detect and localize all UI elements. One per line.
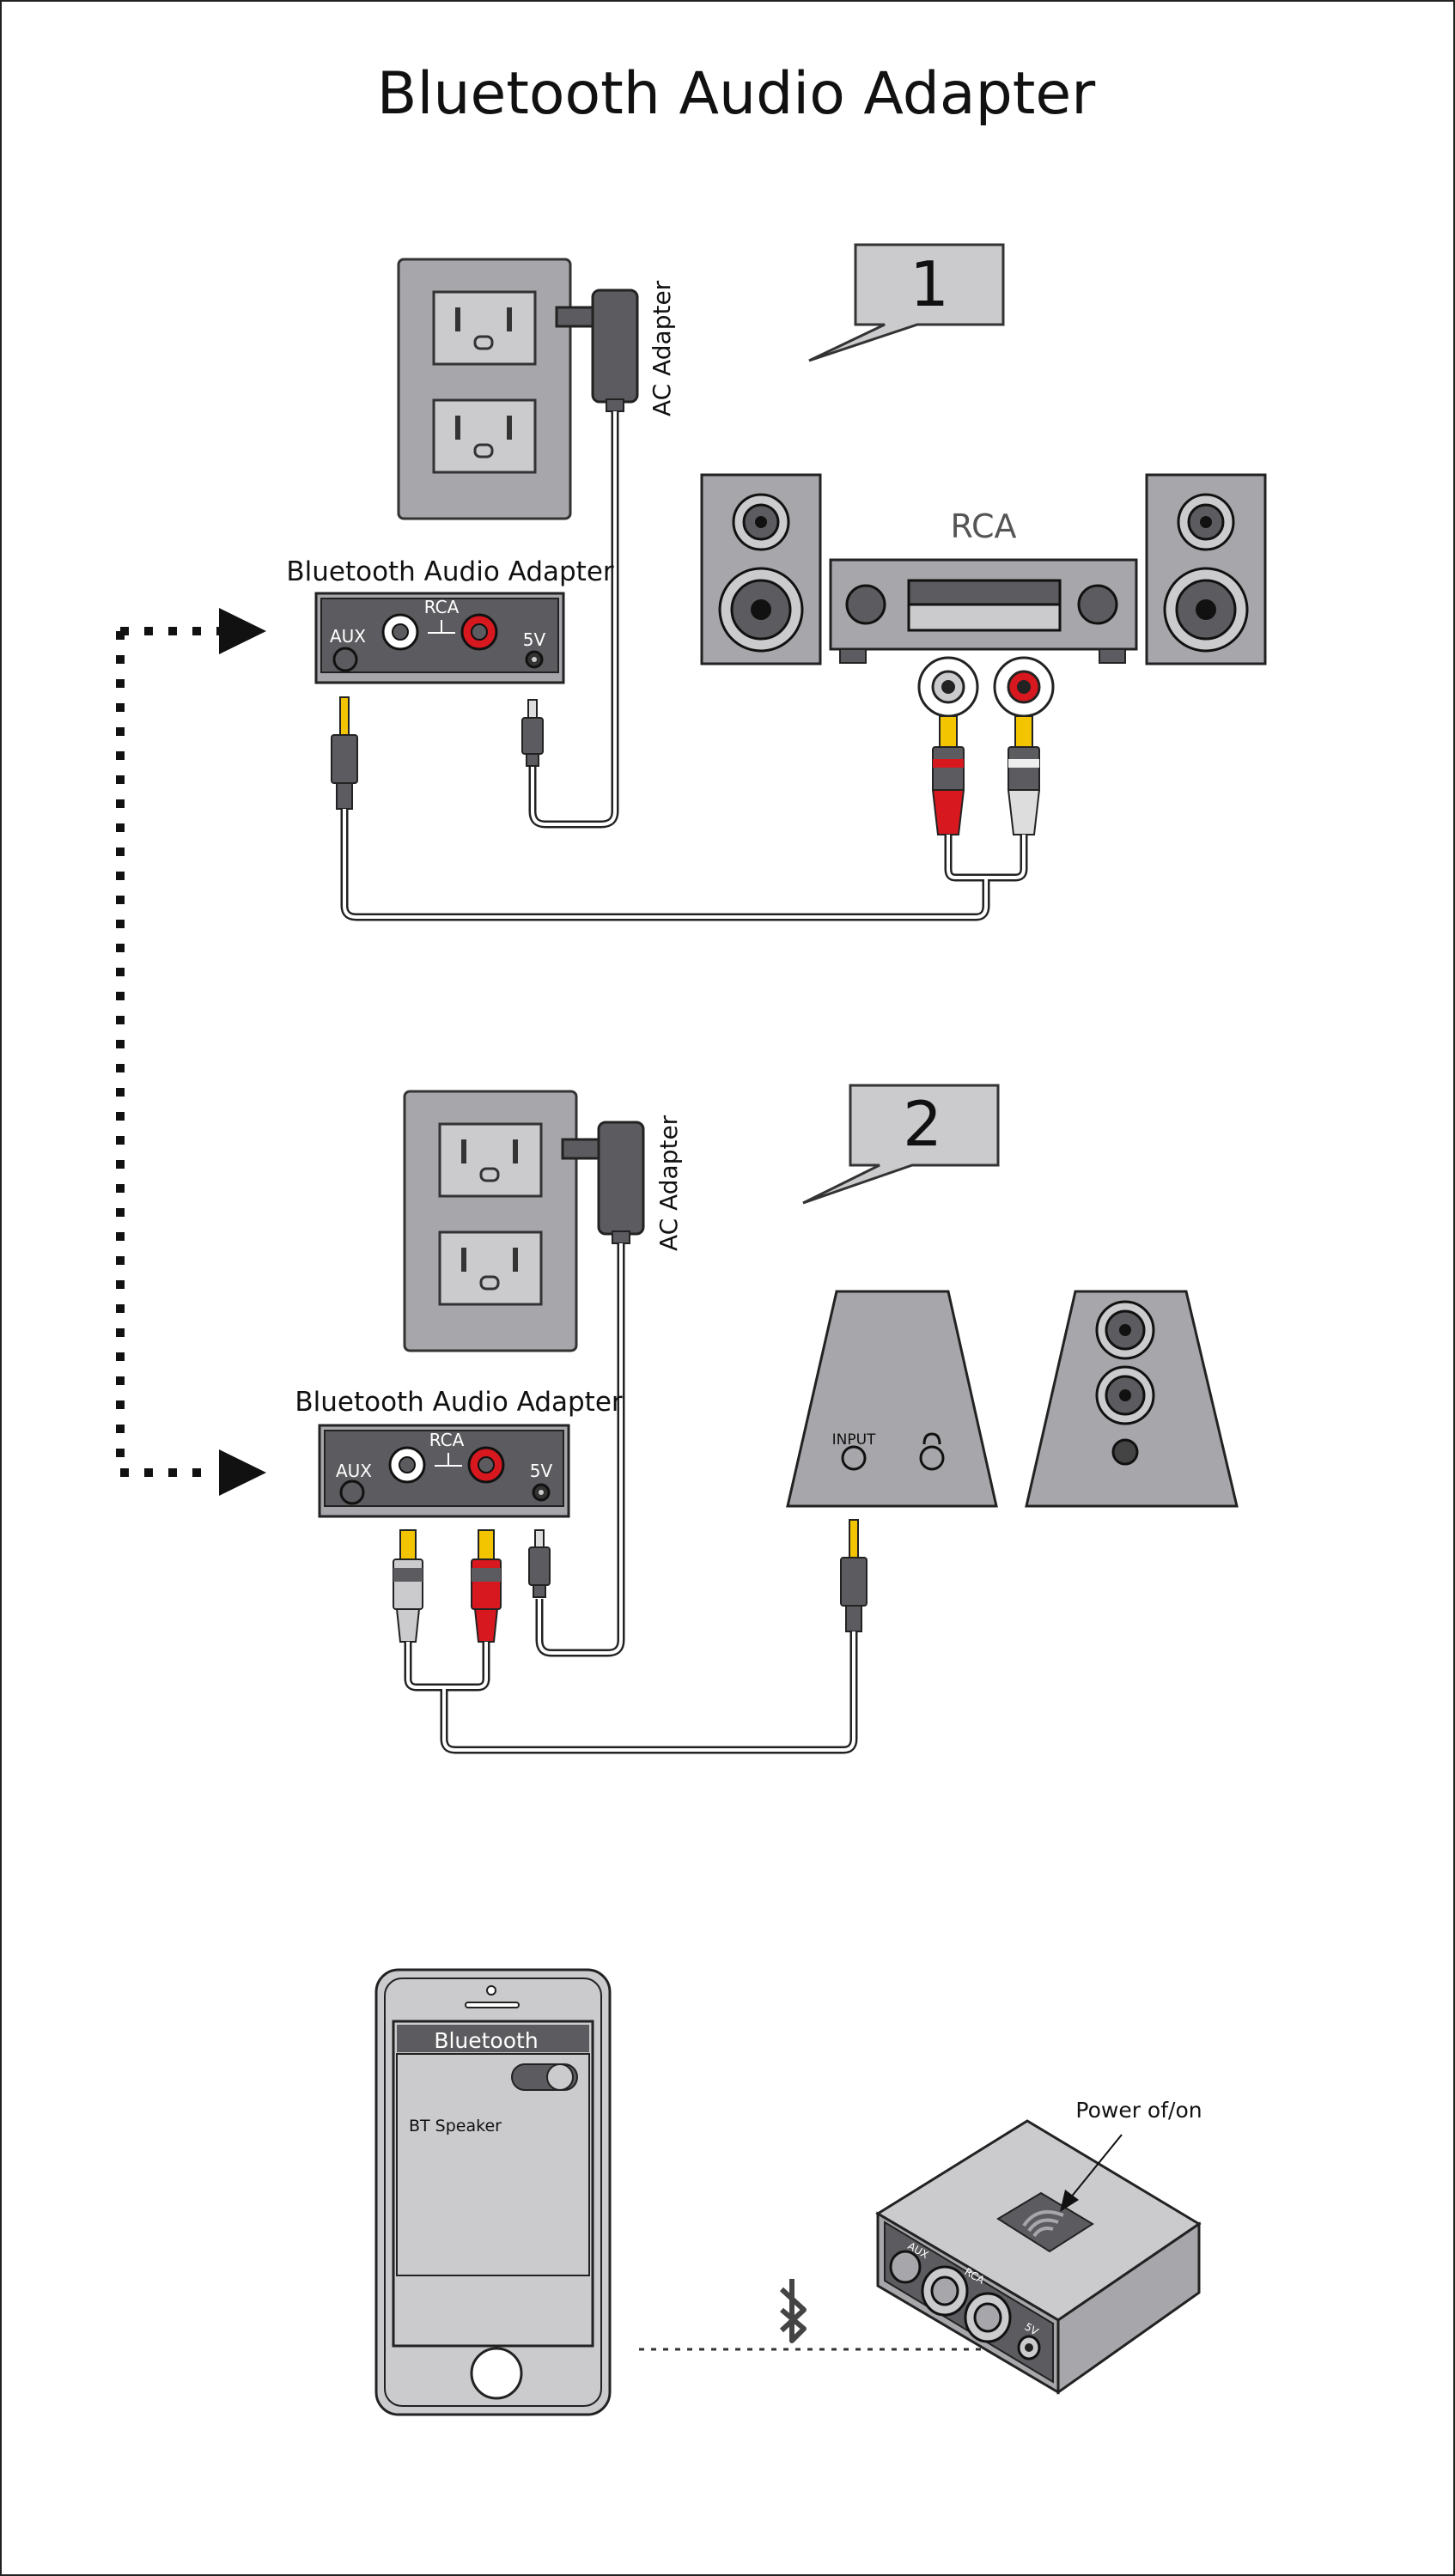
rca-plug-red [931, 715, 965, 835]
page-title: Bluetooth Audio Adapter [377, 60, 1095, 128]
arrow-icon [219, 608, 266, 654]
ac-adapter-icon [528, 289, 639, 829]
wifi-icon [1022, 2210, 1064, 2238]
step-3: Bluetooth BT Speaker AU [374, 1968, 1202, 2416]
rca-label: RCA [424, 597, 460, 617]
5v-label: 5V [523, 629, 546, 650]
ac-adapter-label: AC Adapter [654, 1115, 683, 1251]
speaker-icon [1025, 1290, 1239, 1508]
bluetooth-box [875, 2119, 1202, 2395]
adapter-label: Bluetooth Audio Adapter [295, 1387, 623, 1418]
speaker-icon [1145, 473, 1267, 665]
rca-plug-white [1007, 715, 1041, 835]
callout-1-number: 1 [910, 248, 949, 320]
dc-plug [528, 1529, 551, 1598]
power-label: Power of/on [1075, 2098, 1202, 2123]
step-1: AC Adapter Bluetooth Audio Adapter AUX R… [286, 243, 1267, 921]
aux-plug [840, 1519, 868, 1632]
aux-plug [331, 696, 358, 810]
arrow-icon [1060, 2134, 1123, 2212]
bluetooth-adapter [314, 592, 565, 684]
aux-label: AUX [336, 1461, 372, 1481]
phone-icon [374, 1968, 612, 2416]
adapter-label: Bluetooth Audio Adapter [286, 556, 614, 587]
arrow-icon [219, 1449, 266, 1496]
callout-2 [802, 1084, 1000, 1205]
bluetooth-adapter [318, 1424, 570, 1518]
ac-adapter-label: AC Adapter [648, 280, 676, 416]
stereo-rca-label: RCA [950, 507, 1016, 545]
amplifier-icon [829, 558, 1138, 718]
callout-2-number: 2 [903, 1088, 942, 1160]
bluetooth-icon [779, 2279, 807, 2343]
input-label: INPUT [832, 1431, 876, 1449]
speaker-icon [786, 1290, 998, 1508]
5v-label: 5V [530, 1461, 553, 1481]
bt-speaker-item: BT Speaker [409, 2117, 502, 2136]
wall-outlet-icon [397, 258, 572, 520]
wall-outlet-icon [403, 1090, 578, 1352]
step-2: AC Adapter Bluetooth Audio Adapter AUX R… [295, 1084, 1239, 1754]
ac-adapter-icon [535, 1121, 645, 1657]
dotted-connector [116, 608, 266, 1496]
rca-plug-white [393, 1529, 423, 1643]
dc-plug [521, 699, 544, 767]
speaker-icon [700, 473, 822, 665]
callout-1 [808, 243, 1005, 362]
phone-header: Bluetooth [434, 2028, 538, 2053]
aux-label: AUX [330, 626, 366, 647]
rca-plug-red [471, 1529, 502, 1643]
rca-label: RCA [429, 1430, 465, 1450]
